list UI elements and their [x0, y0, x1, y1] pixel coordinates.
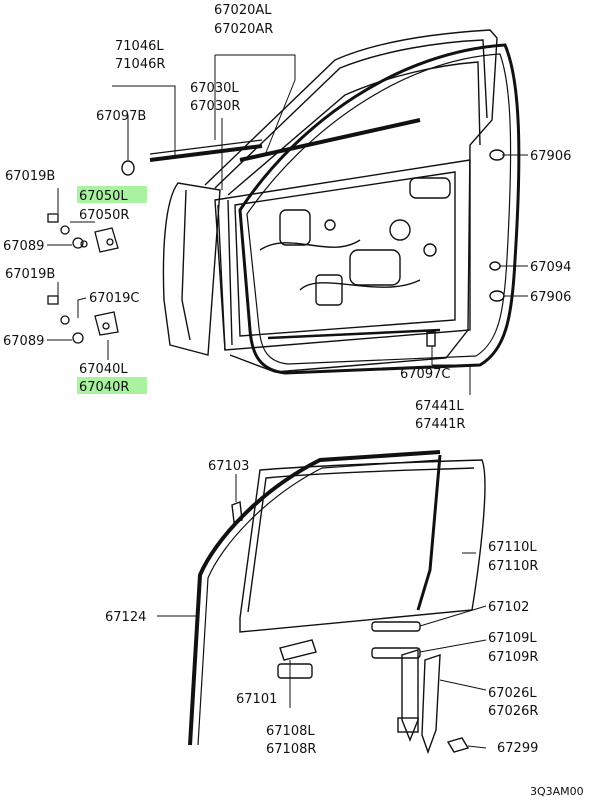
- label-67030L: 67030L: [190, 81, 239, 96]
- label-67441R: 67441R: [415, 417, 465, 432]
- label-67110L: 67110L: [488, 540, 537, 555]
- label-67097C: 67097C: [400, 367, 450, 382]
- label-67109L: 67109L: [488, 631, 537, 646]
- label-67299: 67299: [497, 741, 538, 756]
- label-67441L: 67441L: [415, 399, 464, 414]
- part-labels: 67020AL 67020AR 71046L 71046R 67030L 670…: [3, 3, 584, 798]
- label-67019B-bottom: 67019B: [5, 267, 55, 282]
- label-67102: 67102: [488, 600, 529, 615]
- label-67030R: 67030R: [190, 99, 240, 114]
- label-67109R: 67109R: [488, 650, 538, 665]
- label-67101: 67101: [236, 692, 277, 707]
- label-67103: 67103: [208, 459, 249, 474]
- label-67108L: 67108L: [266, 724, 315, 739]
- highlight-67040R: [77, 377, 147, 394]
- label-67040L: 67040L: [79, 362, 128, 377]
- label-67108R: 67108R: [266, 742, 316, 757]
- label-67020AR: 67020AR: [214, 22, 273, 37]
- label-67050L: 67050L: [79, 189, 128, 204]
- hinge-parts: [47, 213, 119, 344]
- label-67906-bottom: 67906: [530, 290, 571, 305]
- label-67026L: 67026L: [488, 686, 537, 701]
- label-67040R: 67040R: [79, 380, 129, 395]
- label-67089-top: 67089: [3, 239, 44, 254]
- label-67906-top: 67906: [530, 149, 571, 164]
- leader-lines-upper: [47, 54, 528, 395]
- diagram-code: 3Q3AM00: [530, 785, 584, 798]
- label-71046R: 71046R: [115, 57, 165, 72]
- label-67026R: 67026R: [488, 704, 538, 719]
- label-67050R: 67050R: [79, 208, 129, 223]
- label-67124: 67124: [105, 610, 146, 625]
- label-67094: 67094: [530, 260, 571, 275]
- label-67019C: 67019C: [89, 291, 139, 306]
- label-67110R: 67110R: [488, 559, 538, 574]
- leader-lines-lower: [157, 474, 487, 749]
- label-67097B: 67097B: [96, 109, 146, 124]
- highlight-67050L: [77, 186, 147, 203]
- glass-and-regulator-drawing: [188, 450, 486, 755]
- door-panel-drawing: [121, 29, 521, 375]
- label-67089-bottom: 67089: [3, 334, 44, 349]
- label-67019B-top: 67019B: [5, 169, 55, 184]
- label-71046L: 71046L: [115, 39, 164, 54]
- label-67020AL: 67020AL: [214, 3, 272, 18]
